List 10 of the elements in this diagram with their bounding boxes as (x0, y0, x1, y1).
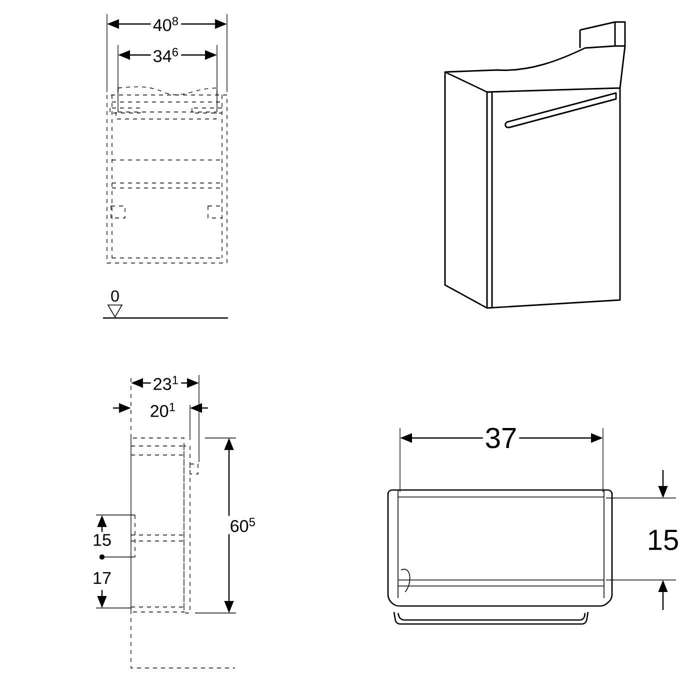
dimension-label: 34$^{6}$ (150, 46, 182, 64)
dimension-label: 60$^{5}$ (228, 516, 258, 534)
level-label: 0 (108, 288, 122, 304)
dimension-label: 37 (482, 426, 520, 450)
dimension-label: 23$^{1}$ (150, 374, 182, 392)
dimension-label: 40$^{8}$ (150, 14, 182, 34)
dimension-label: 15 (90, 532, 114, 548)
dimension-label: 15 (644, 528, 682, 552)
dimension-label: 17 (90, 570, 114, 586)
dimension-label: 20$^{1}$ (148, 400, 178, 420)
